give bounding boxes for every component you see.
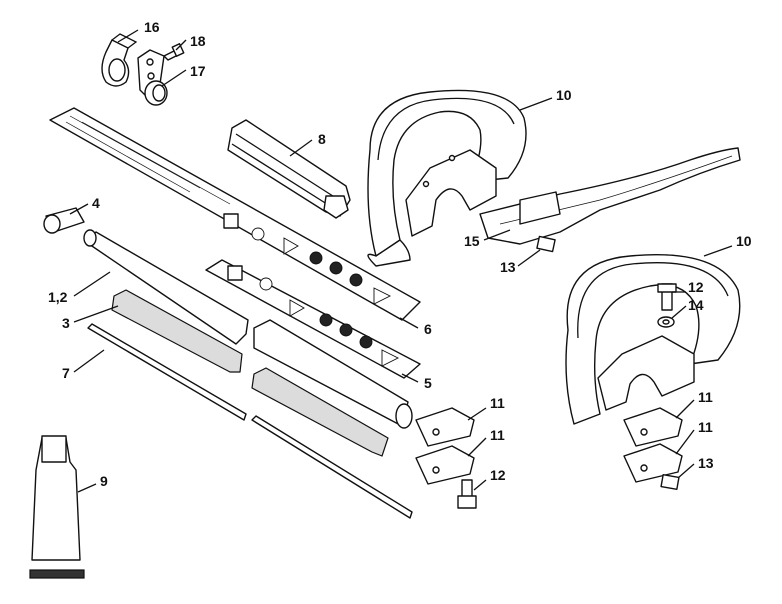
part-5-label-strip xyxy=(205,259,421,379)
part-11-clamps-shaft xyxy=(415,407,475,485)
label-part-10-lower: 10 xyxy=(736,233,752,249)
part-9-grease-tube xyxy=(29,435,85,579)
part-3-liner xyxy=(111,289,389,457)
label-part-7: 7 xyxy=(62,365,70,381)
label-part-12-lower: 12 xyxy=(490,467,506,483)
label-part-5: 5 xyxy=(424,375,432,391)
label-part-4: 4 xyxy=(92,195,100,211)
part-16-clamp xyxy=(101,33,138,87)
label-part-10-upper: 10 xyxy=(556,87,572,103)
part-10-loop-handle-lower xyxy=(565,254,741,425)
part-11-clamps-right xyxy=(623,407,683,483)
label-part-16: 16 xyxy=(144,19,160,35)
part-13-nut-upper xyxy=(536,235,556,253)
label-part-3: 3 xyxy=(62,315,70,331)
label-part-18: 18 xyxy=(190,33,206,49)
label-part-11-c: 11 xyxy=(698,389,713,405)
label-part-11-d: 11 xyxy=(698,419,713,435)
label-part-17: 17 xyxy=(190,63,206,79)
label-part-14: 14 xyxy=(688,297,704,313)
part-labels: 16 18 17 10 8 4 1,2 3 7 6 5 15 13 10 12 … xyxy=(48,19,752,489)
part-8-sleeve xyxy=(227,119,351,219)
part-14-washer xyxy=(657,316,675,328)
part-1-2-shaft-tube xyxy=(83,229,413,429)
part-12-screw-right xyxy=(657,283,677,311)
label-part-11-a: 11 xyxy=(490,395,505,411)
label-part-1-2: 1,2 xyxy=(48,289,68,305)
label-part-8: 8 xyxy=(318,131,326,147)
label-part-13-lower: 13 xyxy=(698,455,714,471)
label-part-11-b: 11 xyxy=(490,427,505,443)
part-12-screw-lower xyxy=(457,479,477,509)
label-part-9: 9 xyxy=(100,473,108,489)
part-18-screw xyxy=(163,43,185,61)
leader-lines xyxy=(69,29,733,493)
label-part-13-upper: 13 xyxy=(500,259,516,275)
part-10-loop-handle-upper xyxy=(367,89,741,267)
label-part-6: 6 xyxy=(424,321,432,337)
label-part-15: 15 xyxy=(464,233,480,249)
part-4-plug xyxy=(43,207,85,234)
part-7-drive-shaft xyxy=(87,323,413,519)
label-part-12-right: 12 xyxy=(688,279,704,295)
part-17-clamp xyxy=(137,49,168,106)
part-13-nut-lower xyxy=(660,474,680,490)
part-6-label-strip xyxy=(49,107,421,321)
